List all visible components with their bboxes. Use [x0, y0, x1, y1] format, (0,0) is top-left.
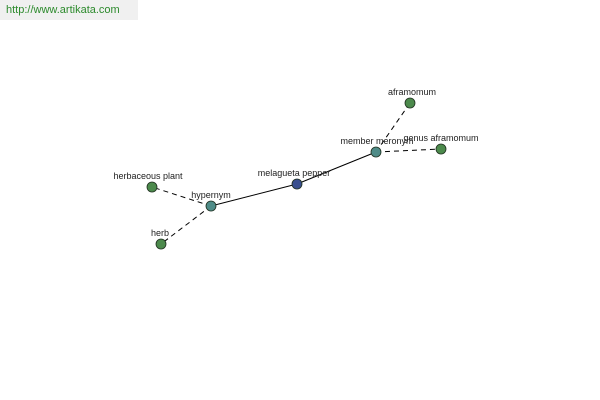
- node-label-aframomum[interactable]: aframomum: [388, 87, 436, 97]
- edge-member-genus: [375, 148, 442, 153]
- edge-hypernym-herbaceous: [151, 186, 212, 207]
- edge-center-member: [296, 151, 377, 185]
- node-label-genus[interactable]: genus aframomum: [403, 133, 478, 143]
- edge-hypernym-herb: [160, 205, 212, 245]
- edge-center-hypernym: [210, 183, 298, 207]
- node-center[interactable]: [291, 178, 303, 190]
- node-hypernym[interactable]: [205, 200, 217, 212]
- source-url[interactable]: http://www.artikata.com: [0, 0, 138, 20]
- node-label-hypernym[interactable]: hypernym: [191, 190, 231, 200]
- node-aframomum[interactable]: [404, 97, 416, 109]
- node-label-herbaceous[interactable]: herbaceous plant: [113, 171, 183, 181]
- node-member[interactable]: [370, 146, 382, 158]
- node-label-member[interactable]: member meronym: [340, 136, 413, 146]
- node-label-center[interactable]: melagueta pepper: [258, 168, 331, 178]
- node-label-herb[interactable]: herb: [151, 228, 169, 238]
- node-herbaceous[interactable]: [146, 181, 158, 193]
- node-genus[interactable]: [435, 143, 447, 155]
- node-herb[interactable]: [155, 238, 167, 250]
- edge-member-aframomum: [375, 102, 411, 153]
